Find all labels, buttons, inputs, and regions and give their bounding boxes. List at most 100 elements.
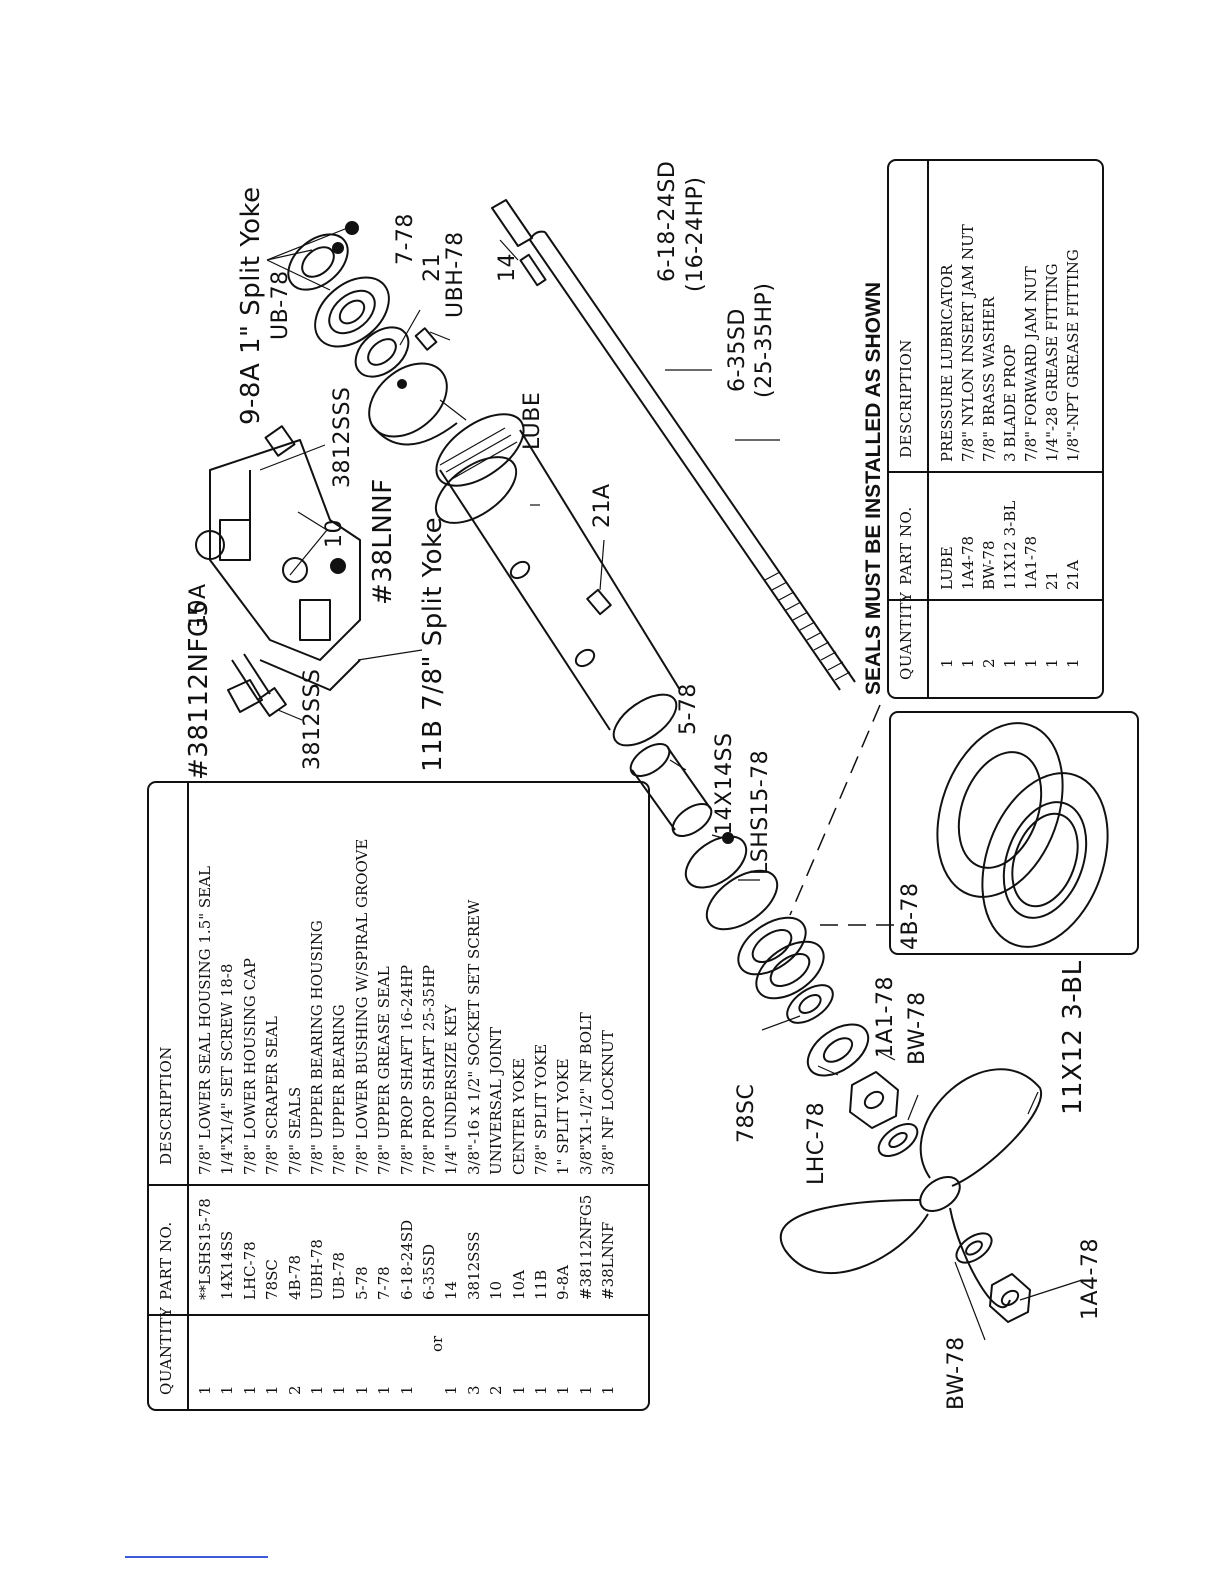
second-table-header-part-no: PART NO. (897, 506, 915, 585)
main-table-cell-description: 1/4"X1/4" SET SCREW 18-8 (218, 963, 237, 1175)
callout-lshs15-78: LSHS15-78 (748, 749, 773, 875)
main-table-cell-quantity: 1 (397, 1385, 416, 1395)
second-table-cell-description: 1/4"-28 GREASE FITTING (1043, 263, 1061, 462)
second-table-box (887, 159, 1104, 699)
main-table-cell-quantity: 1 (554, 1385, 573, 1395)
main-table-cell-part-no: UB-78 (330, 1251, 349, 1300)
second-table-cell-description: 1/8"-NPT GREASE FITTING (1064, 249, 1082, 462)
main-table-cell-quantity: 1 (308, 1385, 326, 1395)
main-table-cell-part-no: 11B (532, 1269, 550, 1300)
set-screw-top (264, 425, 296, 457)
second-table-cell-quantity: 1 (1064, 658, 1082, 668)
second-table-cell-quantity: 1 (1001, 658, 1019, 668)
key-14 (491, 199, 533, 247)
grease-fitting-21a (586, 588, 612, 616)
main-table-cell-description: 7/8" PROP SHAFT 25-35HP (420, 964, 438, 1175)
main-table-cell-description: 7/8" SCRAPER SEAL (263, 1016, 282, 1175)
second-table-cell-description: 7/8" FORWARD JAM NUT (1022, 266, 1040, 462)
main-table-cell-part-no: #38LNNF (599, 1221, 618, 1300)
main-table-cell-description: 3/8" NF LOCKNUT (599, 1030, 618, 1175)
callout-1a1-78: 1A1-78 (873, 976, 898, 1058)
second-table-cell-description: 7/8" NYLON INSERT JAM NUT (959, 224, 977, 462)
callout-9-8a-split-yoke: 9-8A 1" Split Yoke (236, 186, 266, 425)
forward-jam-nut (849, 1071, 899, 1129)
main-table-cell-part-no: UBH-78 (308, 1239, 326, 1300)
main-table-cell-quantity: 1 (240, 1385, 259, 1395)
second-table-cell-part-no: 1A4-78 (959, 535, 977, 590)
main-table-cell-description: 7/8" LOWER BUSHING W/SPIRAL GROOVE (352, 838, 371, 1175)
callout-21a: 21A (590, 483, 615, 528)
callout-21: 21 (420, 253, 445, 282)
footer-link-underline (125, 1556, 268, 1558)
brass-washer-bottom (955, 1232, 993, 1264)
lower-housing-cap (806, 1023, 870, 1077)
upper-bearing (314, 276, 390, 348)
main-table-cell-quantity: 1 (599, 1385, 618, 1395)
second-table-cell-part-no: BW-78 (980, 540, 998, 590)
main-table-cell-part-no: 6-35SD (420, 1243, 438, 1300)
second-table-cell-part-no: 21 (1043, 570, 1061, 590)
upper-bearing-housing (368, 362, 458, 446)
main-table-cell-description: 1" SPLIT YOKE (554, 1058, 573, 1175)
main-table-cell-quantity: 1 (218, 1385, 237, 1395)
main-table-cell-quantity: 1 (352, 1385, 371, 1395)
callout-3812sss-top: 3812SSS (330, 386, 355, 488)
propeller (779, 1068, 1043, 1309)
locknut (330, 558, 346, 574)
main-table-or-label: or (428, 1335, 446, 1352)
main-table-cell-description: CENTER YOKE (509, 1058, 528, 1175)
main-table-cell-quantity: 2 (487, 1385, 506, 1395)
second-table-cell-description: PRESSURE LUBRICATOR (938, 264, 956, 462)
upper-grease-seal (354, 326, 410, 378)
callout-7-78: 7-78 (393, 213, 418, 265)
main-table-cell-description: 7/8" SPLIT YOKE (532, 1043, 550, 1175)
callout-shaft-short-hp: (16-24HP) (683, 176, 708, 292)
main-table-cell-part-no: **LSHS15-78 (196, 1198, 214, 1300)
scraper-seal (786, 984, 834, 1024)
main-table-cell-part-no: 9-8A (554, 1265, 573, 1300)
callout-bw-78-bottom: BW-78 (944, 1336, 969, 1410)
callout-3812sss-bottom: 3812SSS (300, 668, 325, 770)
main-table-cell-quantity: 2 (285, 1385, 304, 1395)
main-table-cell-description: 7/8" UPPER BEARING HOUSING (308, 920, 326, 1175)
main-table-cell-description: 7/8" LOWER SEAL HOUSING 1.5" SEAL (196, 866, 214, 1175)
prop-shaft (519, 230, 856, 691)
seals-detail-inset (889, 711, 1139, 955)
main-table-cell-quantity: 3 (464, 1385, 483, 1395)
second-table-cell-quantity: 1 (1022, 658, 1040, 668)
main-table-cell-description: 7/8" UPPER BEARING (330, 1004, 349, 1175)
main-table-header-part-no: PART NO. (157, 1221, 175, 1300)
second-table-cell-description: 3 BLADE PROP (1001, 344, 1019, 462)
second-table-cell-part-no: 21A (1064, 560, 1082, 590)
callout-78sc: 78SC (734, 1083, 759, 1143)
main-table-cell-part-no: 14 (442, 1280, 461, 1300)
main-table-cell-description: 7/8" SEALS (285, 1086, 304, 1175)
main-table-cell-part-no: #38112NFG5 (576, 1194, 595, 1300)
bolt (227, 653, 271, 713)
callout-14x14ss: 14X14SS (712, 732, 737, 836)
main-table-cell-part-no: 5-78 (352, 1266, 371, 1300)
main-table-cell-part-no: 78SC (263, 1259, 282, 1300)
lower-bushing (629, 743, 713, 837)
main-table-cell-quantity: 1 (442, 1385, 461, 1395)
callout-14: 14 (495, 253, 520, 282)
leader-lines (209, 224, 1083, 1341)
callout-5-78: 5-78 (676, 683, 701, 735)
seals-note: SEALS MUST BE INSTALLED AS SHOWN (862, 281, 885, 695)
main-table-cell-part-no: 7-78 (375, 1266, 394, 1300)
callout-shaft-short: 6-18-24SD (655, 160, 680, 282)
main-table-cell-description: 7/8" PROP SHAFT 16-24HP (397, 964, 416, 1175)
main-table-cell-description: 1/4" UNDERSIZE KEY (442, 1004, 461, 1175)
callout-ubh78: UBH-78 (443, 231, 468, 318)
main-table-cell-quantity: 1 (375, 1385, 394, 1395)
second-table-cell-part-no: 1A1-78 (1022, 535, 1040, 590)
callout-prop: 11X12 3-BL (1058, 960, 1088, 1115)
callout-shaft-long: 6-35SD (725, 308, 750, 392)
main-table-cell-description: UNIVERSAL JOINT (487, 1027, 506, 1175)
second-table-cell-quantity: 1 (938, 658, 956, 668)
second-table-cell-quantity: 2 (980, 658, 998, 668)
main-table-cell-quantity: 1 (330, 1385, 349, 1395)
main-table-cell-part-no: 6-18-24SD (397, 1219, 416, 1300)
main-table-cell-quantity: 1 (532, 1385, 550, 1395)
